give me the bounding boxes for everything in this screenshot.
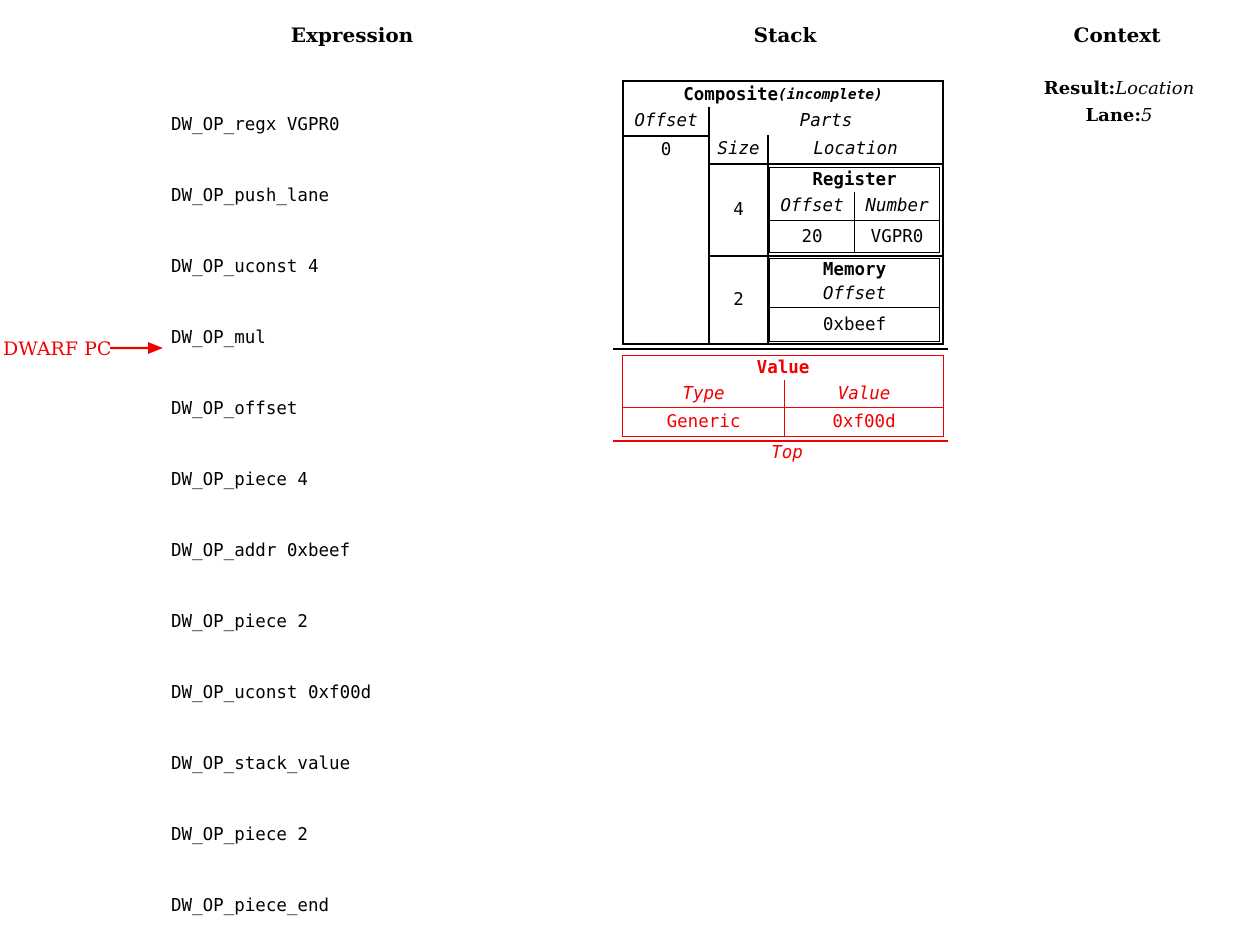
value-type: Generic: [623, 407, 785, 436]
part1-size-value: 4: [733, 200, 744, 220]
stack-top-label: Top: [771, 443, 803, 463]
stack-entry-separator: [613, 348, 948, 350]
parts-location-header: Location: [813, 139, 898, 159]
value-grid: Type Value Generic 0xf00d: [623, 380, 943, 436]
expression-op: DW_OP_uconst 4: [171, 257, 319, 277]
value-title: Value: [756, 358, 810, 378]
expression-op: DW_OP_mul: [171, 328, 266, 348]
stack-composite-entry: Composite(incomplete) Offset 0 Parts Siz…: [622, 80, 944, 345]
dwarf-expression-evaluation-diagram: { "headers": { "expression": "Expression…: [3, 23, 1219, 916]
value-value: 0xf00d: [785, 407, 943, 436]
parts-size-header: Size: [717, 139, 760, 159]
expression-op: DW_OP_addr 0xbeef: [171, 541, 351, 561]
result-label: Result:: [1043, 78, 1116, 99]
composite-title-text: Composite: [683, 84, 779, 105]
register-grid: Offset Number 20 VGPR0: [770, 192, 939, 252]
memory-offset-header: Offset: [822, 283, 887, 304]
size-location-divider: [767, 135, 769, 343]
memory-location-table: Memory Offset 0xbeef: [769, 258, 940, 342]
register-title: Register: [812, 170, 897, 190]
value-value-header: Value: [837, 383, 891, 404]
context-lane-line: Lane:5: [1019, 105, 1219, 126]
expression-op: DW_OP_piece 2: [171, 825, 308, 845]
stack-value-entry: Value Type Value Generic 0xf00d: [622, 355, 944, 437]
dwarf-pc-arrow-icon: [110, 342, 163, 354]
register-location-table: Register Offset Number 20 VGPR0: [769, 167, 940, 253]
offset-parts-divider: [708, 107, 710, 343]
register-number-header: Number: [865, 196, 929, 216]
expression-op: DW_OP_piece_end: [171, 896, 330, 916]
expression-op: DW_OP_regx VGPR0: [171, 115, 340, 135]
composite-offset-header: Offset: [634, 111, 698, 131]
memory-offset-value: 0xbeef: [770, 307, 939, 341]
composite-parts-header: Parts: [799, 111, 853, 131]
composite-title: Composite(incomplete): [624, 82, 942, 107]
register-offset-value: 20: [770, 220, 855, 252]
expression-op: DW_OP_piece 4: [171, 470, 308, 490]
part2-size-value: 2: [733, 290, 744, 310]
expression-op-current: DW_OP_stack_value: [171, 754, 351, 774]
expression-op: DW_OP_piece 2: [171, 612, 308, 632]
value-type-header: Type: [623, 380, 785, 407]
expression-op: DW_OP_uconst 0xf00d: [171, 683, 372, 703]
offset-header-underline: [624, 135, 708, 137]
result-value: Location: [1115, 78, 1195, 99]
context-column-header: Context: [1073, 23, 1161, 47]
parts-header-underline: [710, 163, 942, 165]
register-number-value: VGPR0: [855, 220, 939, 252]
expression-op-list: DW_OP_regx VGPR0 DW_OP_push_lane DW_OP_u…: [171, 70, 371, 942]
dwarf-pc-label: DWARF PC: [3, 338, 112, 360]
memory-title: Memory: [822, 259, 887, 280]
composite-offset-value: 0: [660, 140, 672, 160]
expression-op: DW_OP_push_lane: [171, 186, 330, 206]
context-result-line: Result:Location: [1019, 78, 1219, 99]
expression-op: DW_OP_offset: [171, 399, 298, 419]
lane-value: 5: [1141, 105, 1153, 126]
composite-qualifier: (incomplete): [778, 86, 883, 103]
lane-label: Lane:: [1085, 105, 1142, 126]
register-offset-header: Offset: [770, 192, 855, 220]
parts-row-divider: [710, 255, 942, 257]
stack-column-header: Stack: [753, 23, 817, 47]
expression-column-header: Expression: [290, 23, 414, 47]
stack-top-separator: [613, 440, 948, 442]
